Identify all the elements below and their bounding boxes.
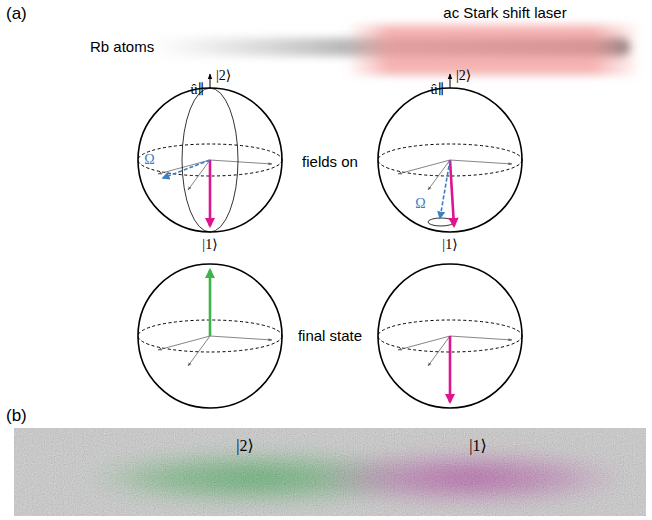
absorption-image — [14, 428, 646, 516]
row-label: final state — [298, 328, 362, 345]
bloch-sphere — [378, 264, 522, 408]
bloch-sphere — [138, 264, 282, 408]
rabi-label: Ω⃗ — [415, 196, 436, 211]
laser-label: ac Stark shift laser — [443, 5, 566, 22]
axis-arrow — [450, 74, 451, 88]
state-vector — [209, 270, 212, 336]
axis-arrow — [210, 74, 211, 88]
panel-label: (a) — [6, 5, 27, 24]
panel-label: (b) — [6, 407, 27, 426]
row-label: fields on — [302, 154, 358, 171]
state-vector — [209, 160, 212, 226]
state-label: |1⟩ — [469, 437, 486, 455]
rabi-vector — [440, 160, 450, 218]
axis-label: û∥ — [431, 82, 444, 97]
rabi-label: Ω⃗ — [144, 152, 165, 167]
bloch-sphere — [378, 88, 522, 232]
precession-cone — [428, 218, 454, 226]
state-label: |2⟩ — [236, 437, 253, 455]
atoms-label: Rb atoms — [90, 39, 154, 56]
state-label: |2⟩ — [216, 68, 231, 83]
state-label: |1⟩ — [442, 237, 457, 252]
axis-label: û∥ — [191, 82, 204, 97]
bloch-sphere — [138, 88, 282, 232]
state-label: |1⟩ — [202, 237, 217, 252]
state-vector — [450, 160, 454, 226]
image-noise — [14, 428, 646, 516]
rabi-vector — [163, 160, 210, 178]
state-vector — [449, 336, 452, 402]
state-label: |2⟩ — [456, 68, 471, 83]
laser-beam — [345, 25, 637, 75]
